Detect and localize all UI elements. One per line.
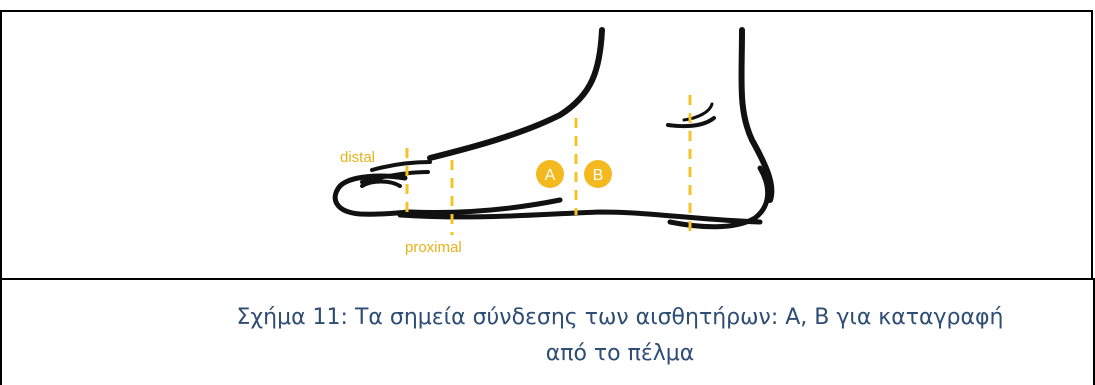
foot-diagram: distal proximal A B xyxy=(0,0,1095,280)
marker-b-text: B xyxy=(593,167,604,184)
distal-label: distal xyxy=(340,149,375,166)
caption-line-1: Σχήμα 11: Τα σημεία σύνδεσης των αισθητή… xyxy=(150,300,1090,336)
caption-line-2: από το πέλμα xyxy=(150,336,1090,372)
marker-a: A xyxy=(536,160,564,188)
caption-frame-left xyxy=(0,280,2,385)
marker-b: B xyxy=(584,160,612,188)
marker-a-text: A xyxy=(545,167,556,184)
proximal-label: proximal xyxy=(405,239,462,256)
foot-outline xyxy=(335,30,771,227)
figure-caption: Σχήμα 11: Τα σημεία σύνδεσης των αισθητή… xyxy=(150,300,1090,372)
